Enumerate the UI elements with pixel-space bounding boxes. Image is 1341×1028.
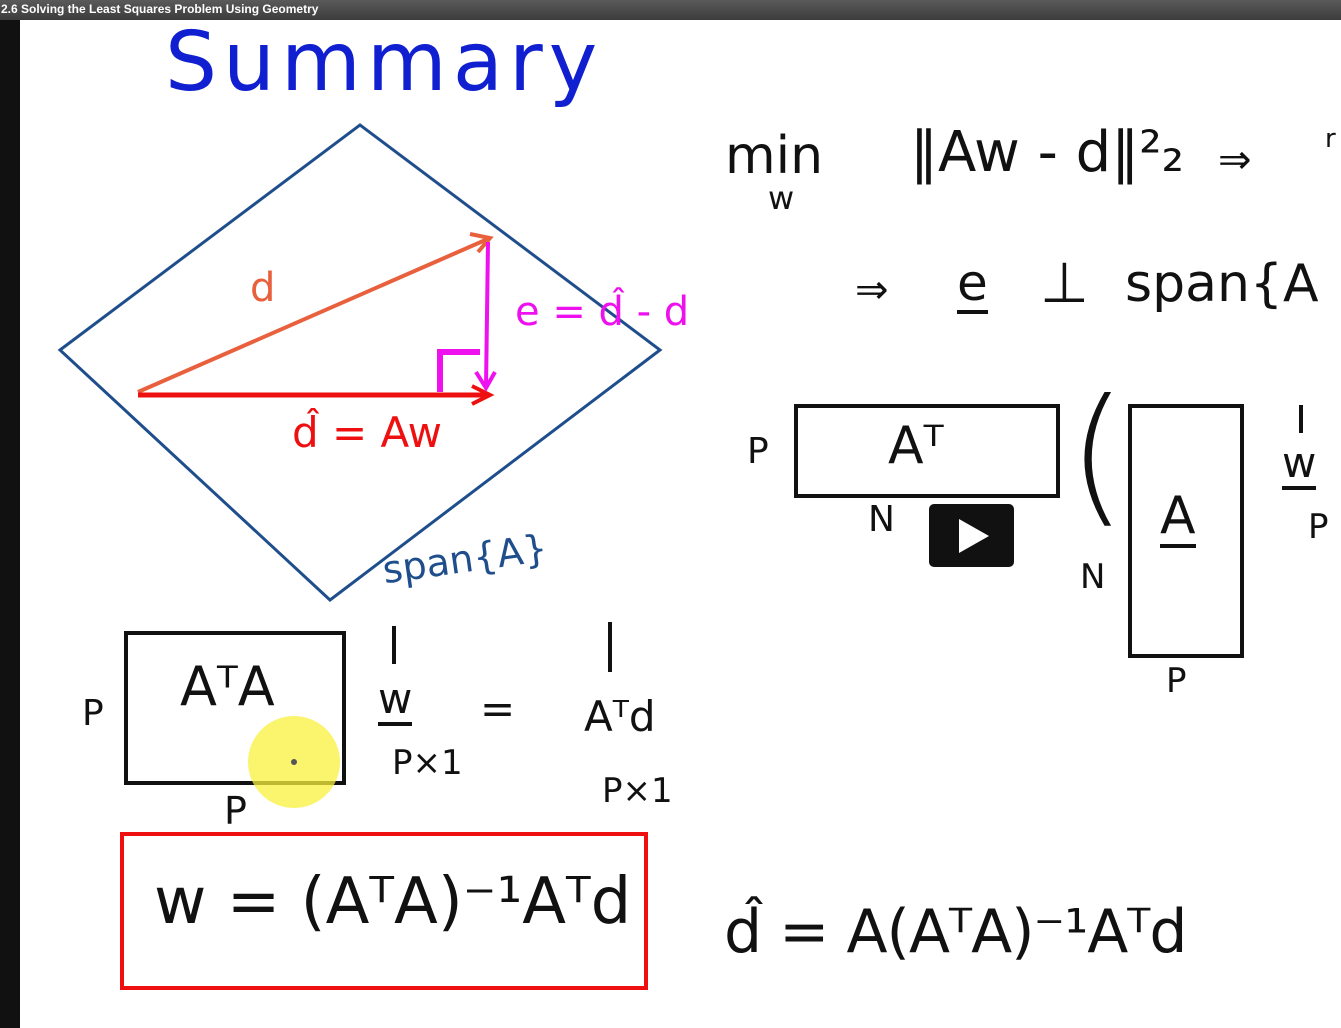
vector-d-arrow bbox=[137, 236, 491, 394]
objective-cut-text: r bbox=[1325, 124, 1336, 154]
a-cols-label: P bbox=[1166, 661, 1187, 701]
normal-atd: Aᵀd bbox=[584, 692, 656, 741]
atd-column-bar-top bbox=[608, 622, 612, 672]
window-title: 2.6 Solving the Least Squares Problem Us… bbox=[0, 0, 1341, 20]
ortho-perp: ⊥ bbox=[1040, 251, 1089, 316]
matrix-open-paren: ( bbox=[1068, 368, 1127, 542]
board-heading: Summary bbox=[165, 15, 604, 110]
normal-atd-dim: P×1 bbox=[602, 771, 673, 811]
normal-w: w bbox=[378, 678, 413, 726]
solution-box bbox=[120, 832, 648, 990]
solution-formula: w = (AᵀA)⁻¹Aᵀd bbox=[154, 865, 632, 939]
ata-matrix-box bbox=[124, 631, 346, 785]
ata-rows-label: P bbox=[82, 693, 104, 734]
normal-w-dim: P×1 bbox=[392, 743, 463, 783]
w-column-bar-top bbox=[392, 626, 396, 664]
span-diagram bbox=[57, 123, 663, 602]
ortho-e: e bbox=[957, 254, 988, 314]
error-label: e = d̂ - d bbox=[515, 289, 690, 335]
play-icon bbox=[959, 519, 989, 553]
error-arrow bbox=[484, 241, 490, 389]
left-edge-bar bbox=[0, 0, 20, 1028]
objective-implies: ⇒ bbox=[1218, 137, 1252, 183]
objective-min: min bbox=[725, 126, 824, 186]
objective-norm: ‖Aw - d‖²₂ bbox=[910, 120, 1185, 185]
normal-equals: = bbox=[480, 684, 516, 733]
w-vector-bar bbox=[1299, 405, 1303, 433]
at-matrix-box bbox=[794, 404, 1060, 498]
a-rows-label: N bbox=[1080, 557, 1106, 597]
at-rows-label: P bbox=[747, 431, 769, 472]
a-matrix-label: A bbox=[1160, 486, 1196, 548]
ata-label: AᵀA bbox=[180, 655, 275, 718]
at-cols-label: N bbox=[868, 499, 895, 540]
projection-label: d̂ = Aw bbox=[292, 408, 442, 457]
objective-sub-w: w bbox=[768, 179, 795, 217]
at-matrix-label: Aᵀ bbox=[888, 416, 944, 476]
ata-cols-label: P bbox=[224, 789, 247, 833]
cursor-highlight bbox=[248, 716, 340, 808]
whiteboard: Summary d e = d̂ - d d̂ = Aw span{A} min… bbox=[20, 20, 1341, 1028]
projection-arrowhead bbox=[471, 384, 495, 406]
span-plane-outline bbox=[57, 123, 663, 602]
vector-d-label: d bbox=[250, 265, 276, 311]
right-angle-mark bbox=[437, 349, 480, 392]
play-button[interactable] bbox=[929, 504, 1014, 567]
w-vector-label: w bbox=[1282, 442, 1317, 490]
a-matrix-box bbox=[1128, 404, 1244, 658]
ortho-implies: ⇒ bbox=[855, 267, 889, 313]
w-vector-dim: P bbox=[1308, 507, 1329, 547]
error-arrowhead bbox=[474, 370, 497, 392]
vector-d-arrowhead bbox=[469, 232, 494, 254]
ortho-span: span{A bbox=[1125, 254, 1319, 314]
projection-formula: d̂ = A(AᵀA)⁻¹Aᵀd bbox=[724, 897, 1187, 967]
